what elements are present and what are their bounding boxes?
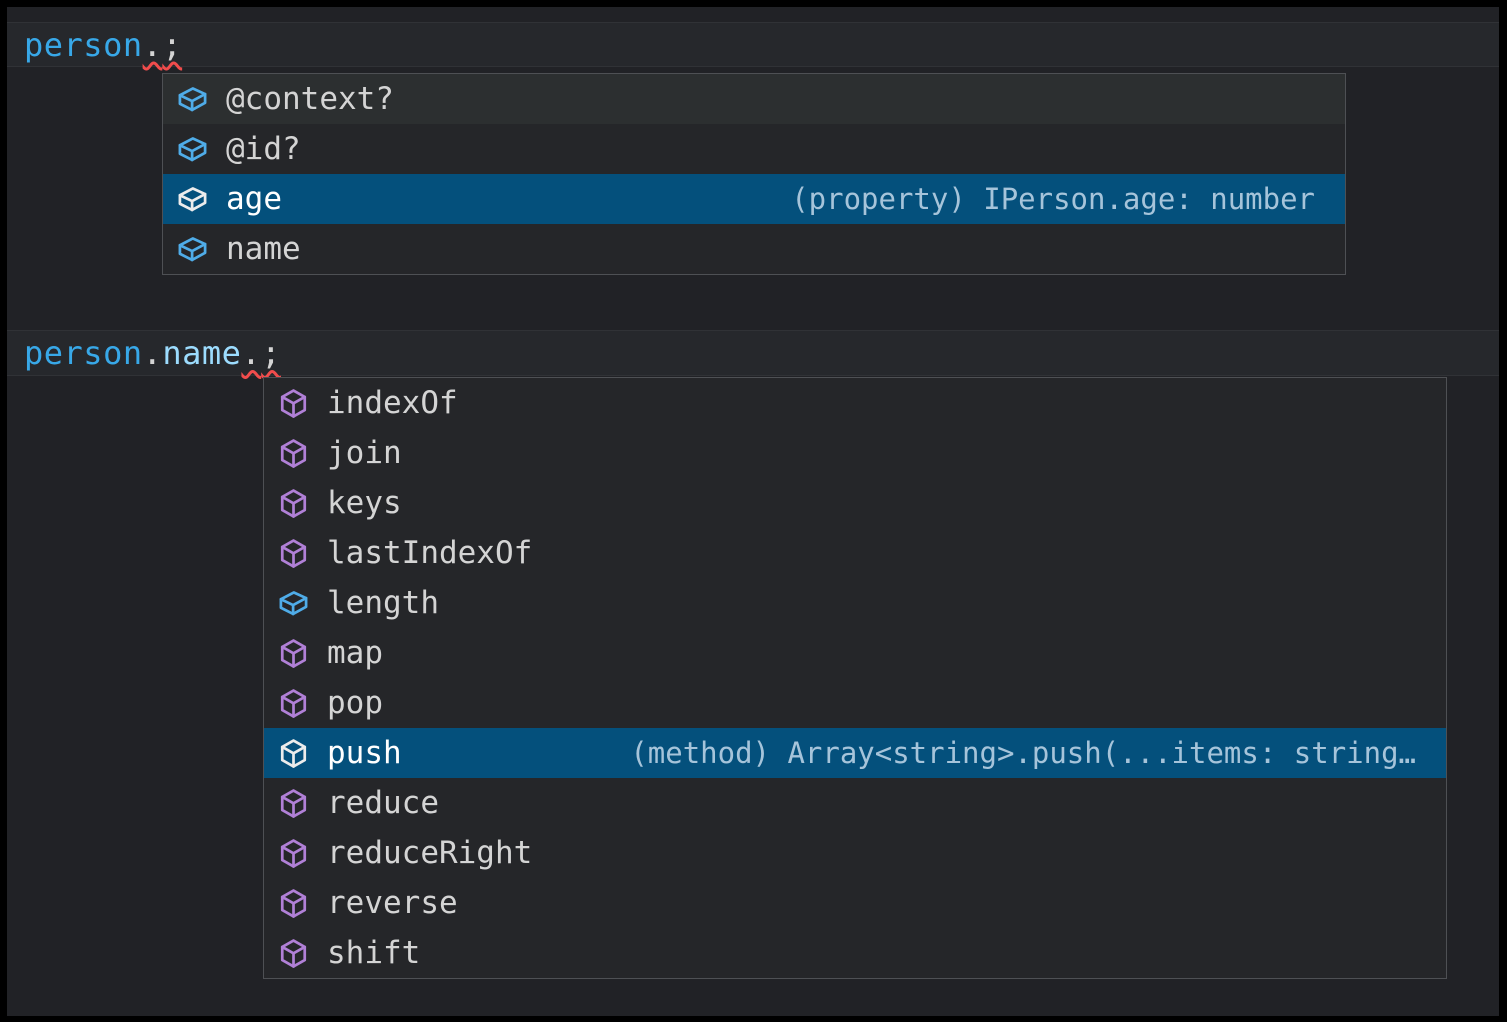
suggestion-item-keys[interactable]: keys xyxy=(264,478,1446,528)
symbol-method-icon xyxy=(278,838,309,869)
suggestion-item-length[interactable]: length xyxy=(264,578,1446,628)
code-token: . xyxy=(142,334,163,372)
symbol-field-icon xyxy=(177,234,208,265)
suggestion-label: reverse xyxy=(327,885,458,921)
symbol-field-icon xyxy=(177,184,208,215)
suggestion-item-id[interactable]: @id? xyxy=(163,124,1345,174)
suggestion-label: push xyxy=(327,735,402,771)
symbol-method-icon xyxy=(278,938,309,969)
suggestion-label: keys xyxy=(327,485,402,521)
suggestion-item-lastindexof[interactable]: lastIndexOf xyxy=(264,528,1446,578)
code-token: person xyxy=(24,25,143,64)
symbol-method-icon xyxy=(278,438,309,469)
suggestion-label: @context? xyxy=(226,81,394,117)
suggestion-item-shift[interactable]: shift xyxy=(264,928,1446,978)
code-token-error: ; xyxy=(162,25,183,64)
suggestion-detail: (property) IPerson.age: number xyxy=(791,182,1315,216)
suggestion-item-age[interactable]: age (property) IPerson.age: number xyxy=(163,174,1345,224)
suggestion-item-push[interactable]: push (method) Array<string>.push(...items… xyxy=(264,728,1446,778)
symbol-method-icon xyxy=(278,538,309,569)
suggestion-label: age xyxy=(226,181,282,217)
symbol-field-icon xyxy=(278,588,309,619)
symbol-method-icon xyxy=(278,688,309,719)
suggestion-label: join xyxy=(327,435,402,471)
symbol-method-icon xyxy=(278,488,309,519)
suggestion-label: length xyxy=(327,585,439,621)
suggestion-detail: (method) Array<string>.push(...items: st… xyxy=(630,736,1416,770)
suggestion-item-map[interactable]: map xyxy=(264,628,1446,678)
symbol-method-icon xyxy=(278,638,309,669)
symbol-field-icon xyxy=(177,134,208,165)
suggestion-item-reverse[interactable]: reverse xyxy=(264,878,1446,928)
suggestion-item-name[interactable]: name xyxy=(163,224,1345,274)
suggestion-label: reduceRight xyxy=(327,835,533,871)
symbol-method-icon xyxy=(278,888,309,919)
suggestion-label: @id? xyxy=(226,131,301,167)
suggestion-label: indexOf xyxy=(327,385,458,421)
suggestion-item-indexof[interactable]: indexOf xyxy=(264,378,1446,428)
symbol-method-icon xyxy=(278,388,309,419)
suggestion-item-pop[interactable]: pop xyxy=(264,678,1446,728)
current-line-highlight: person.name.; xyxy=(7,330,1499,376)
current-line-highlight: person.; xyxy=(7,22,1499,67)
suggestion-item-join[interactable]: join xyxy=(264,428,1446,478)
suggestion-label: name xyxy=(226,231,301,267)
symbol-method-icon xyxy=(278,738,309,769)
suggestion-item-context[interactable]: @context? xyxy=(163,74,1345,124)
suggestion-label: shift xyxy=(327,935,421,971)
suggestion-label: reduce xyxy=(327,785,439,821)
suggest-widget-person-name: indexOf join keys lastIndexOf length map pop pu… xyxy=(263,377,1447,979)
suggestion-label: map xyxy=(327,635,383,671)
code-line-person-name[interactable]: person.name.; xyxy=(24,334,281,372)
code-token-error: ; xyxy=(261,334,281,372)
suggestion-item-reduceright[interactable]: reduceRight xyxy=(264,828,1446,878)
suggestion-label: lastIndexOf xyxy=(327,535,533,571)
suggest-widget-person: @context? @id? age (property) IPerson.age: … xyxy=(162,73,1346,275)
code-editor[interactable]: person.; @context? @id? age (property) IPer… xyxy=(7,7,1499,1016)
suggestion-item-reduce[interactable]: reduce xyxy=(264,778,1446,828)
symbol-field-icon xyxy=(177,84,208,115)
suggestion-label: pop xyxy=(327,685,383,721)
code-token: person xyxy=(24,334,143,372)
code-line-person[interactable]: person.; xyxy=(24,26,182,64)
code-token: name xyxy=(162,334,242,372)
symbol-method-icon xyxy=(278,788,309,819)
code-token-error: . xyxy=(142,25,163,64)
code-token-error: . xyxy=(241,334,262,372)
